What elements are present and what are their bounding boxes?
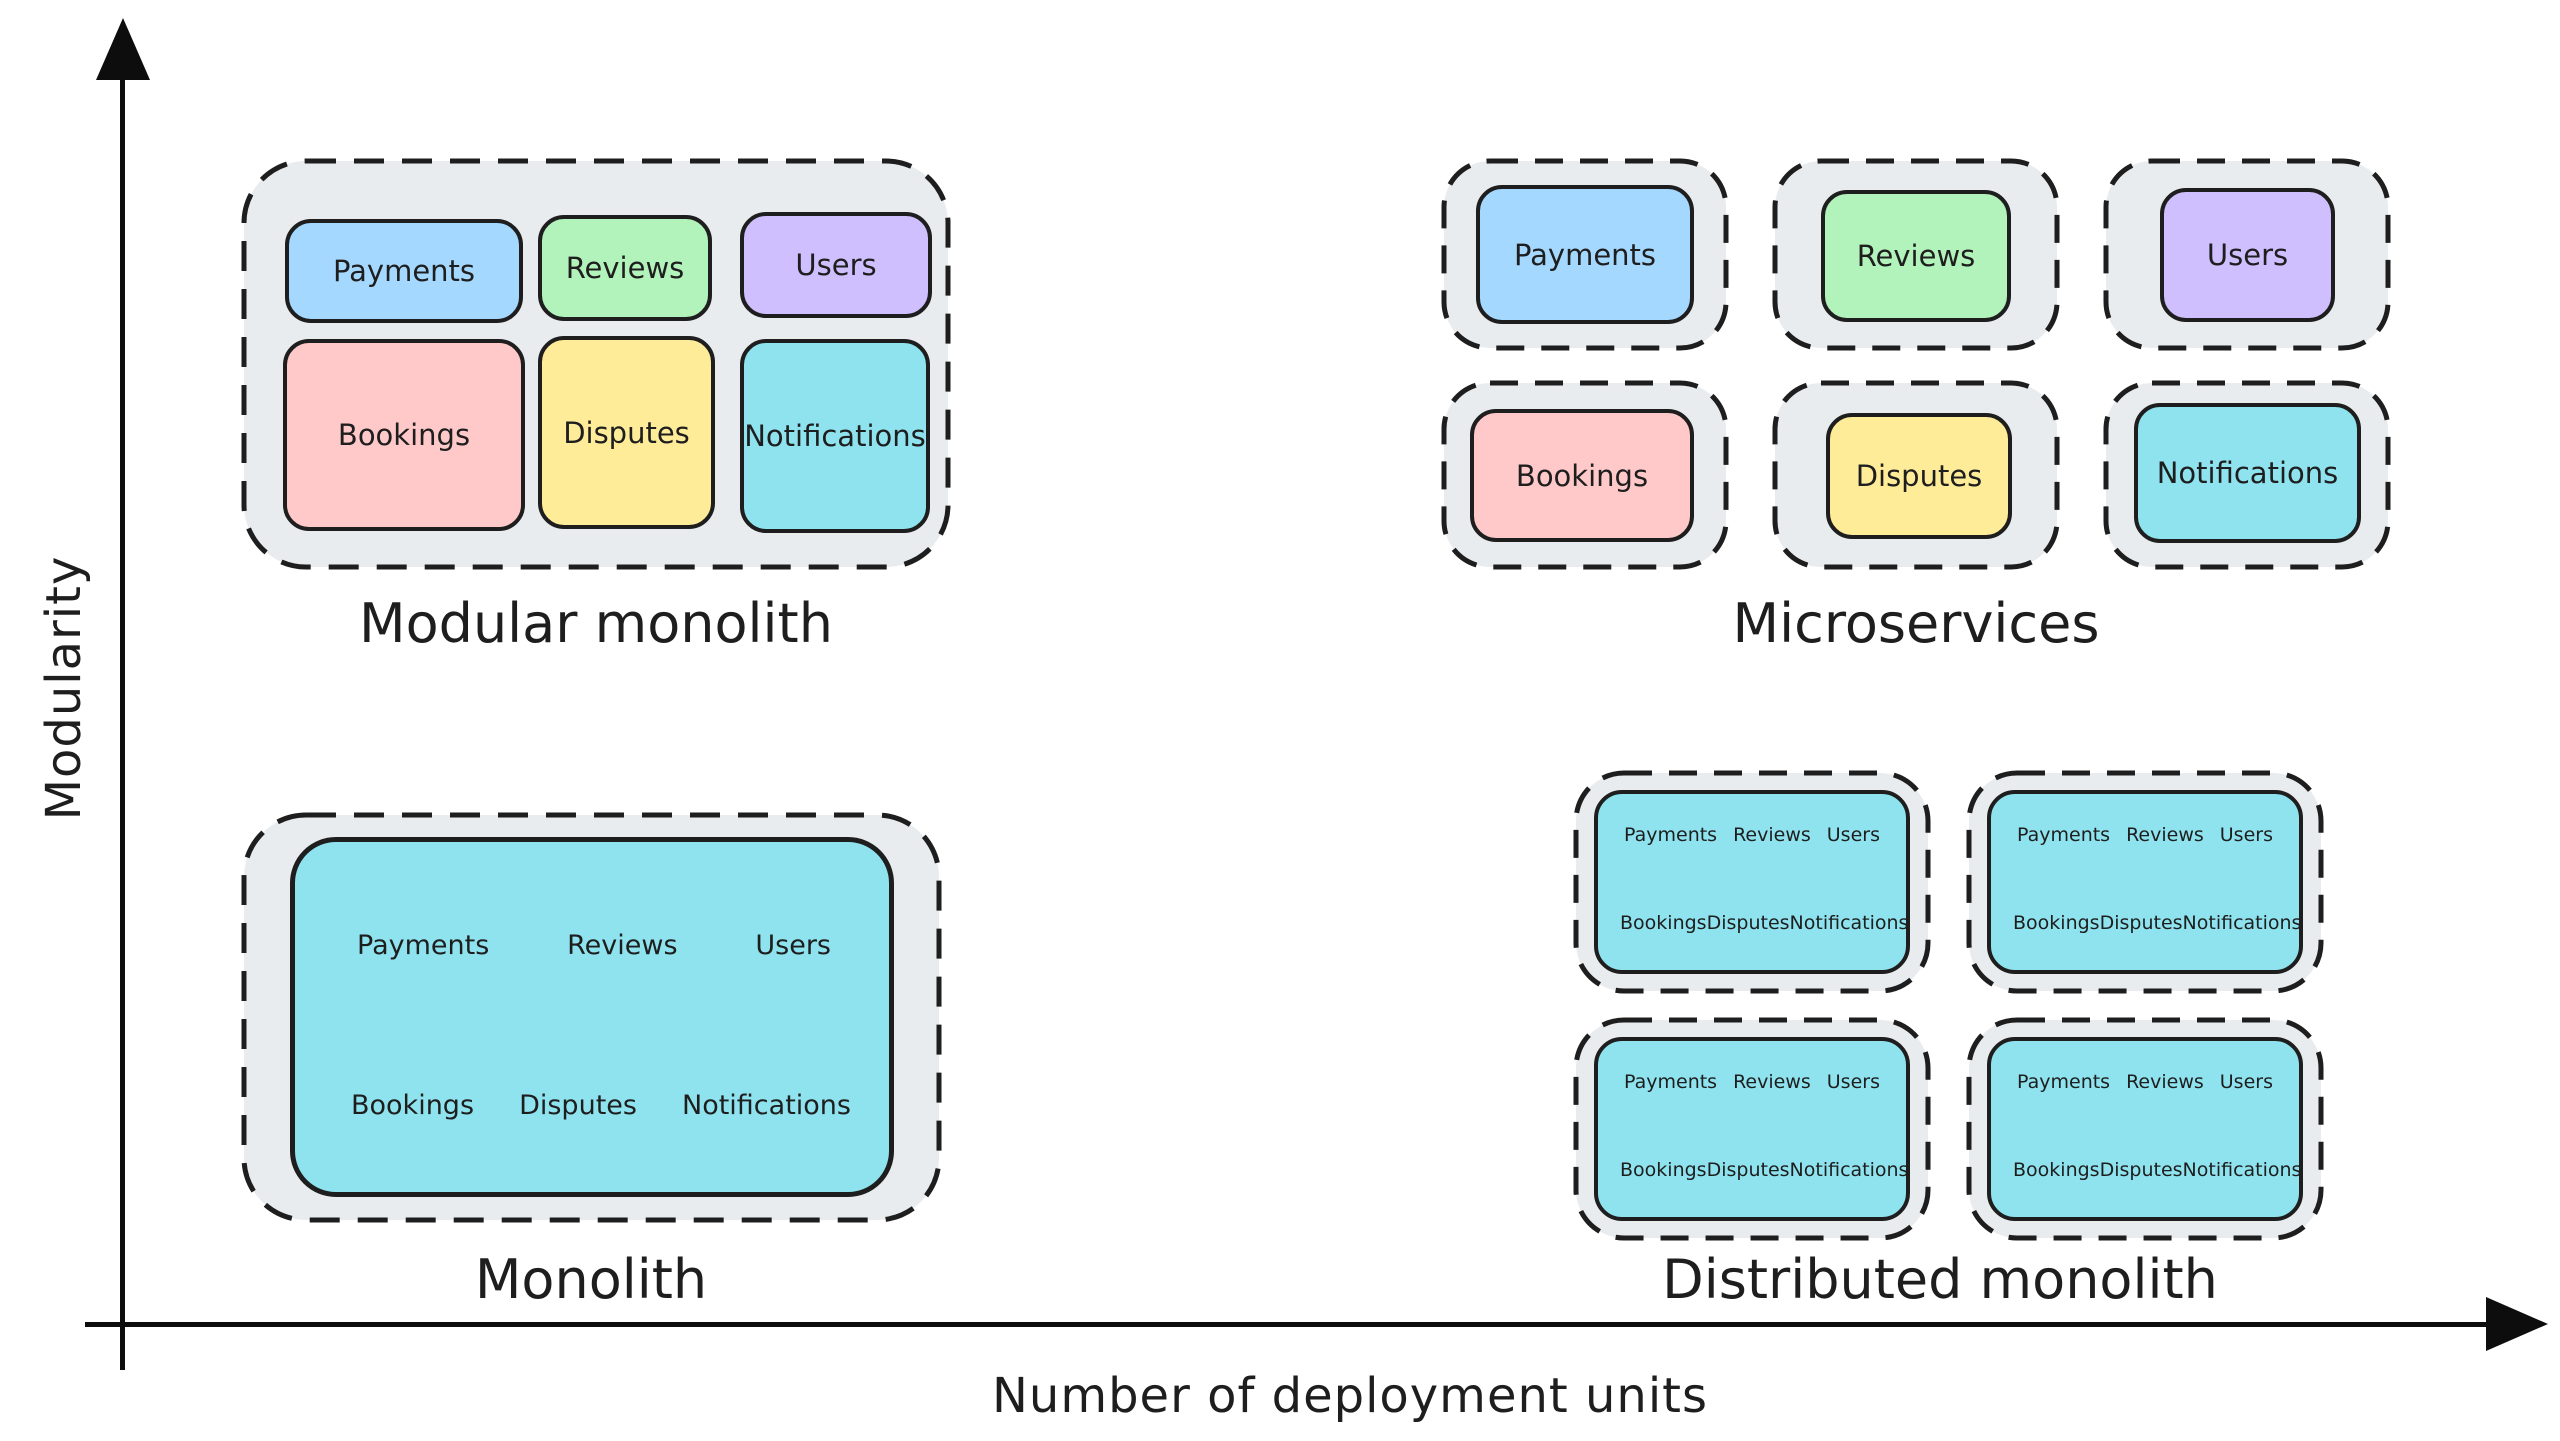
module-label: Reviews [1856,239,1976,273]
module-label: Payments [332,254,476,288]
module-label: Reviews [1733,824,1811,846]
module-box-reviews: Reviews [1821,190,2011,322]
module-label: Bookings [1620,912,1707,934]
module-label: Notifications [2156,456,2339,490]
monolith-modules-row-1: Payments Reviews Users [295,930,889,961]
unit-modules-row-1: Payments Reviews Users [1991,824,2299,846]
unit-modules-row-1: Payments Reviews Users [1991,1071,2299,1093]
microservices-title: Microservices [1732,592,2100,655]
module-label: Users [2206,238,2289,272]
deployment-unit-3-block: Payments Reviews Users Bookings Disputes… [1594,1037,1910,1221]
deployment-unit-1-block: Payments Reviews Users Bookings Disputes… [1594,790,1910,974]
unit-modules-row-1: Payments Reviews Users [1598,824,1906,846]
module-box-reviews: Reviews [538,215,712,321]
module-label: Users [1826,824,1880,846]
module-label: Bookings [2013,1159,2100,1181]
unit-modules-row-2: Bookings Disputes Notifications [1598,912,1909,934]
module-label: Disputes [2099,912,2183,934]
module-label: Bookings [2013,912,2100,934]
module-box-notifications: Notifications [740,339,930,533]
unit-modules-row-2: Bookings Disputes Notifications [1991,1159,2302,1181]
module-label: Notifications [744,419,926,453]
module-label: Disputes [1706,1159,1790,1181]
y-axis-arrow-icon [96,18,150,80]
x-axis-line [85,1322,2505,1327]
module-box-users: Users [740,212,932,318]
module-label: Payments [2017,1071,2111,1093]
deployment-unit-4-block: Payments Reviews Users Bookings Disputes… [1987,1037,2303,1221]
distributed-monolith-title: Distributed monolith [1662,1248,2218,1311]
module-label: Notifications [1789,912,1909,934]
module-box-disputes: Disputes [1826,413,2012,539]
module-label: Notifications [2182,912,2302,934]
module-label: Notifications [1789,1159,1909,1181]
module-label: Notifications [682,1090,851,1121]
module-label: Disputes [1855,459,1983,493]
module-label: Disputes [2099,1159,2183,1181]
modular-monolith-title: Modular monolith [359,592,833,655]
module-label: Payments [1624,824,1718,846]
module-box-bookings: Bookings [1470,409,1694,542]
module-box-notifications: Notifications [2134,403,2361,543]
module-label: Disputes [563,415,690,450]
module-label: Users [1826,1071,1880,1093]
module-label: Bookings [1515,458,1649,493]
module-label: Disputes [1706,912,1790,934]
module-label: Disputes [519,1090,637,1121]
monolith-block: Payments Reviews Users Bookings Disputes… [290,837,894,1197]
module-label: Users [755,930,831,961]
module-label: Payments [1513,237,1657,272]
module-label: Users [2219,824,2273,846]
module-label: Reviews [567,930,678,961]
y-axis-label: Modularity [36,555,92,821]
unit-modules-row-1: Payments Reviews Users [1598,1071,1906,1093]
module-box-users: Users [2160,188,2335,322]
module-label: Notifications [2182,1159,2302,1181]
modular-monolith-group: Payments Reviews Users Bookings Disputes… [240,157,952,571]
module-label: Payments [1624,1071,1718,1093]
module-label: Users [795,248,877,282]
unit-modules-row-2: Bookings Disputes Notifications [1598,1159,1909,1181]
module-label: Users [2219,1071,2273,1093]
module-label: Reviews [2126,1071,2204,1093]
module-label: Reviews [1733,1071,1811,1093]
module-label: Bookings [337,418,471,452]
module-box-bookings: Bookings [283,339,525,531]
module-box-payments: Payments [285,219,523,323]
y-axis-line [120,45,125,1370]
module-label: Payments [2017,824,2111,846]
module-label: Bookings [1620,1159,1707,1181]
module-label: Bookings [351,1090,475,1121]
module-label: Reviews [2126,824,2204,846]
module-label: Reviews [565,251,685,285]
monolith-group: Payments Reviews Users Bookings Disputes… [240,811,943,1224]
module-box-disputes: Disputes [538,336,715,529]
module-box-payments: Payments [1476,185,1694,324]
unit-modules-row-2: Bookings Disputes Notifications [1991,912,2302,934]
deployment-unit-2-block: Payments Reviews Users Bookings Disputes… [1987,790,2303,974]
x-axis-label: Number of deployment units [992,1368,1708,1424]
monolith-modules-row-2: Bookings Disputes Notifications [295,1090,889,1121]
x-axis-arrow-icon [2486,1297,2548,1351]
monolith-title: Monolith [474,1248,708,1311]
module-label: Payments [357,930,490,961]
